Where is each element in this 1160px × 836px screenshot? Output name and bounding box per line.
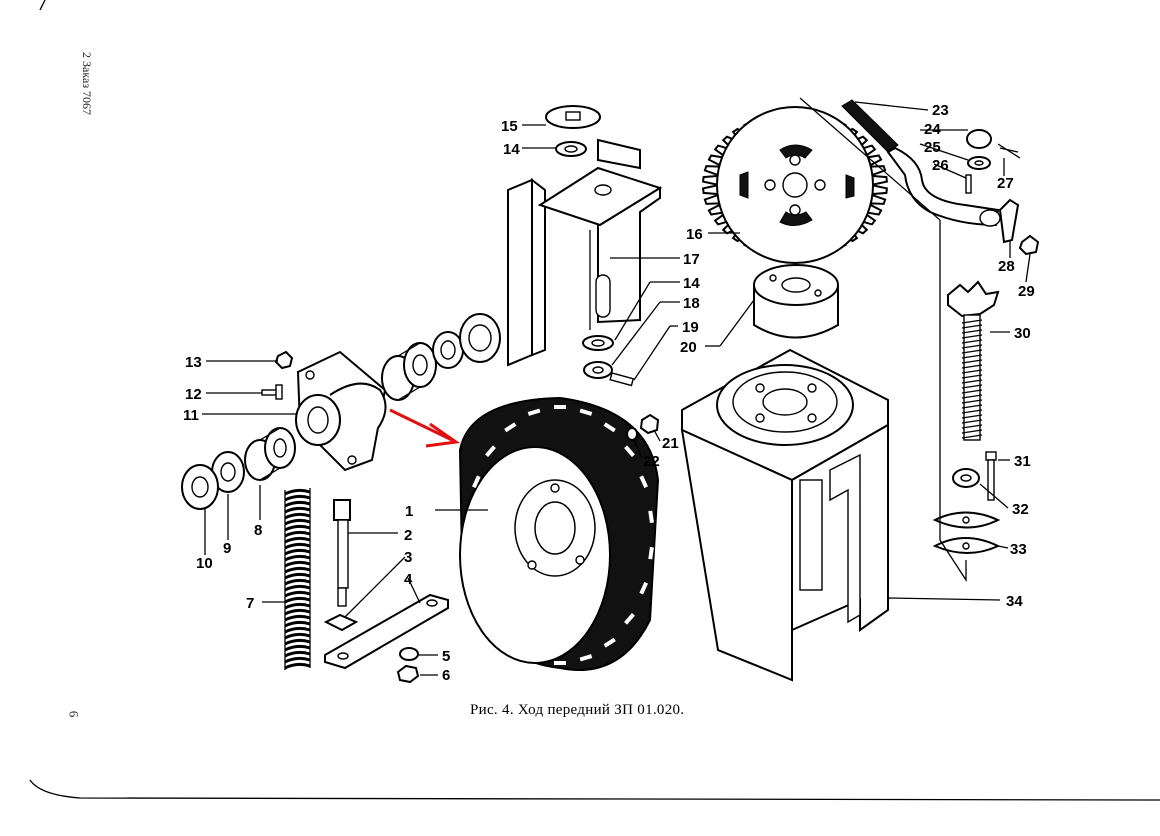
- callout-12: 12: [185, 386, 202, 403]
- part-20-hub: [753, 264, 839, 339]
- part-34-housing: [680, 348, 889, 682]
- part-19-pin: [609, 372, 635, 387]
- callout-13: 13: [185, 354, 202, 371]
- part-33-plate: [932, 511, 1001, 554]
- callout-14-top: 14: [503, 141, 520, 158]
- callout-8: 8: [254, 522, 262, 539]
- part-17-bracket: [507, 138, 663, 367]
- part-4-bar: [324, 593, 449, 670]
- callout-4: 4: [404, 571, 413, 588]
- part-16-sprocket: [702, 106, 888, 264]
- part-29-nut: [1018, 234, 1040, 256]
- part-31-bolt: [985, 451, 997, 501]
- callout-18: 18: [683, 295, 700, 312]
- callout-34: 34: [1006, 593, 1023, 610]
- callout-20: 20: [680, 339, 697, 356]
- callout-5: 5: [442, 648, 450, 665]
- part-27-spring-pin: [997, 143, 1021, 159]
- page-edge-top: [39, 0, 46, 11]
- part-18-nut: [583, 361, 613, 379]
- callout-17: 17: [683, 251, 700, 268]
- callout-31: 31: [1014, 453, 1031, 470]
- callout-32: 32: [1012, 501, 1029, 518]
- callout-15: 15: [501, 118, 518, 135]
- part-14-washer-top: [555, 141, 587, 157]
- part-13-nipple: [274, 350, 294, 370]
- part-6-nut: [396, 664, 420, 684]
- callout-3: 3: [404, 549, 412, 566]
- callout-16: 16: [686, 226, 703, 243]
- callout-33: 33: [1010, 541, 1027, 558]
- part-15-plate: [545, 105, 601, 129]
- part-1-wheel: [458, 396, 660, 671]
- callout-22: 22: [643, 453, 660, 470]
- callout-14-lower: 14: [683, 275, 700, 292]
- callout-24: 24: [924, 121, 941, 138]
- callout-19: 19: [682, 319, 699, 336]
- part-21-nut: [639, 413, 660, 435]
- callout-26: 26: [932, 157, 949, 174]
- part-14-washer-lower: [582, 335, 614, 351]
- part-seal-ring-b: [459, 313, 501, 363]
- callout-30: 30: [1014, 325, 1031, 342]
- callout-28: 28: [998, 258, 1015, 275]
- part-26-pin: [965, 174, 972, 194]
- callout-23: 23: [932, 102, 949, 119]
- leader-lines: [202, 97, 1031, 676]
- part-5-washer: [399, 647, 419, 661]
- callout-21: 21: [662, 435, 679, 452]
- part-bearing-upper: [381, 342, 437, 401]
- part-30-screw: [947, 280, 1000, 441]
- callout-25: 25: [924, 139, 941, 156]
- callout-29: 29: [1018, 283, 1035, 300]
- part-10-washer: [181, 464, 219, 510]
- page-edge: [29, 779, 1160, 801]
- callout-7: 7: [246, 595, 254, 612]
- part-22-washer: [626, 427, 638, 441]
- callout-1: 1: [405, 503, 413, 520]
- part-7-spring: [284, 488, 311, 670]
- callout-9: 9: [223, 540, 231, 557]
- callout-27: 27: [997, 175, 1014, 192]
- part-seal-ring-a: [432, 331, 464, 369]
- callout-2: 2: [404, 527, 412, 544]
- part-3-plate: [323, 613, 359, 632]
- part-28-link: [998, 198, 1020, 244]
- callout-labels: 1 2 3 4 5 6 7 8 9 10 11 12 13 14 15 16 1…: [183, 102, 1035, 684]
- callout-6: 6: [442, 667, 450, 684]
- part-8-bearing: [244, 427, 296, 481]
- callout-10: 10: [196, 555, 213, 572]
- part-25-washer: [967, 156, 991, 170]
- part-2-axle: [333, 499, 351, 607]
- part-11-flange: [295, 350, 387, 472]
- part-32-washer: [952, 468, 980, 488]
- highlight-arrow: [389, 408, 461, 448]
- figure-caption: Рис. 4. Ход передний ЗП 01.020.: [470, 702, 685, 718]
- part-12-bolt: [261, 384, 283, 400]
- callout-11: 11: [183, 407, 199, 424]
- part-24-nut: [966, 129, 992, 149]
